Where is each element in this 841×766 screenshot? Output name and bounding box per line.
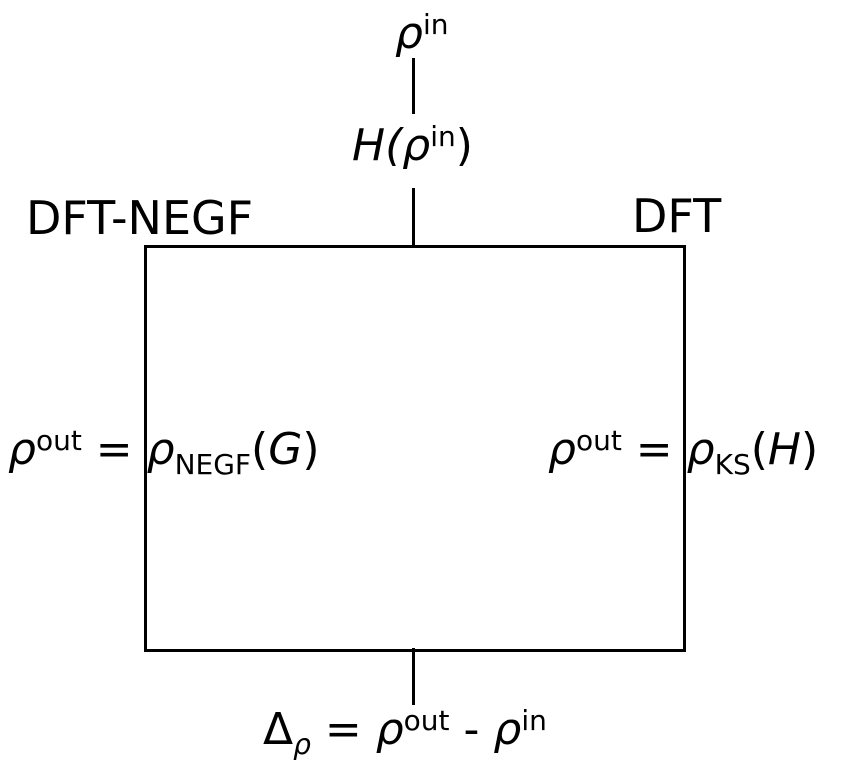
minus: -: [449, 704, 494, 755]
equals: =: [621, 424, 687, 475]
superscript: out: [35, 424, 82, 457]
rho-symbol: ρ: [8, 424, 36, 475]
superscript: out: [575, 424, 622, 457]
subscript: ρ: [293, 728, 311, 761]
superscript: in: [521, 704, 547, 737]
dft-negf-title: DFT-NEGF: [26, 191, 254, 245]
paren: (: [750, 424, 768, 475]
equals: =: [81, 424, 147, 475]
paren: ): [302, 424, 320, 475]
superscript: in: [430, 120, 456, 153]
rho-symbol: ρ: [146, 424, 175, 475]
subscript: NEGF: [174, 448, 252, 481]
dft-title: DFT: [632, 189, 722, 243]
delta-symbol: Δ: [263, 704, 294, 755]
superscript: in: [422, 8, 449, 41]
argument: G: [268, 424, 303, 475]
rho-symbol: ρ: [686, 424, 715, 475]
superscript: out: [403, 704, 450, 737]
density-residual-label: Δρ = ρout - ρin: [263, 707, 547, 759]
paren: ): [800, 424, 819, 475]
rho-symbol: ρ: [395, 8, 423, 59]
equals: =: [310, 704, 376, 755]
paren: (: [251, 424, 269, 475]
rho-symbol: ρ: [402, 120, 431, 171]
connector-box-to-delta: [412, 648, 415, 705]
rho-in-label: ρin: [395, 11, 448, 56]
connector-rho-in-to-h: [412, 58, 415, 114]
connector-h-to-box: [412, 188, 415, 246]
rho-symbol: ρ: [548, 424, 576, 475]
rho-symbol: ρ: [493, 704, 522, 755]
scf-loop-box: [144, 245, 686, 652]
argument: H: [767, 424, 801, 475]
hamiltonian-label: H(ρin): [352, 123, 473, 168]
h-prefix: H(: [352, 120, 403, 171]
right-formula: ρout = ρKS(H): [548, 427, 818, 479]
subscript: KS: [714, 448, 751, 481]
left-formula: ρout = ρNEGF(G): [8, 427, 319, 479]
rho-symbol: ρ: [375, 704, 404, 755]
h-suffix: ): [455, 120, 473, 171]
